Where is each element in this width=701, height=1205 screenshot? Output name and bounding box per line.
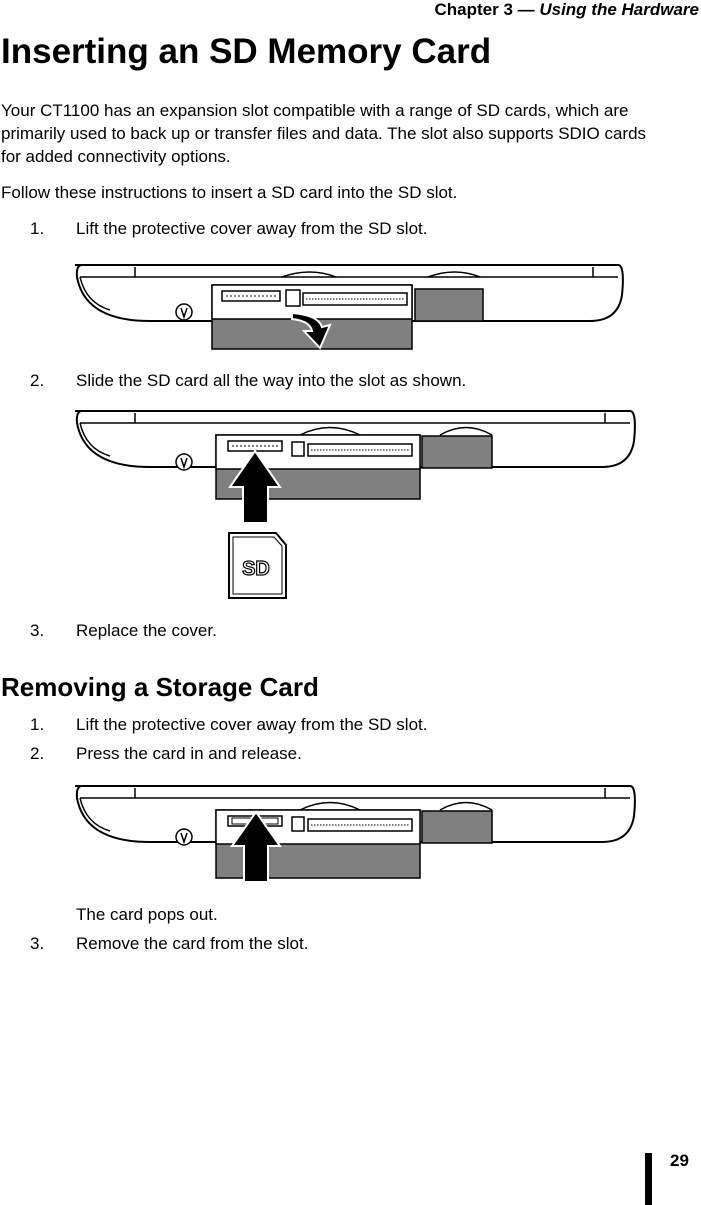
step-text: Remove the card from the slot. <box>76 934 309 953</box>
step-text: Lift the protective cover away from the … <box>76 219 428 238</box>
sd-card-icon <box>228 532 287 599</box>
step-number: 2. <box>30 744 45 763</box>
stylus-icon <box>175 303 193 321</box>
step-text: Replace the cover. <box>76 621 217 640</box>
insert-up-arrow-icon <box>228 449 282 524</box>
figure-lift-cover <box>75 264 624 350</box>
intro-paragraph: Your CT1100 has an expansion slot compat… <box>1 101 647 166</box>
step-number: 3. <box>30 934 45 953</box>
step-number: 2. <box>30 371 45 390</box>
sd-card-label: SD <box>242 558 270 580</box>
instructions-paragraph: Follow these instructions to insert a SD… <box>1 183 458 202</box>
section-title-inserting: Inserting an SD Memory Card <box>1 32 492 71</box>
step-text: Slide the SD card all the way into the s… <box>76 371 467 390</box>
page-number-bar <box>645 1153 652 1205</box>
device-edge-line <box>79 276 111 311</box>
rotate-down-arrow-icon <box>291 311 332 350</box>
connector-block <box>285 289 301 307</box>
battery-door <box>414 288 484 322</box>
battery-door <box>421 435 493 469</box>
step-text: Press the card in and release. <box>76 744 302 763</box>
card-pops-out-note: The card pops out. <box>76 905 218 924</box>
figure-press-card <box>75 785 636 883</box>
stylus-icon <box>175 453 193 471</box>
battery-door <box>421 810 493 844</box>
running-header: Chapter 3 — Using the Hardware <box>434 0 699 20</box>
step-number: 1. <box>30 715 45 734</box>
figure-insert-card: SD <box>75 410 636 599</box>
step-text: Lift the protective cover away from the … <box>76 715 428 734</box>
page-number: 29 <box>670 1151 689 1170</box>
press-up-arrow-icon <box>230 810 282 883</box>
chapter-title: Using the Hardware <box>539 0 699 19</box>
stylus-icon <box>175 828 193 846</box>
step-number: 1. <box>30 219 45 238</box>
chapter-number: Chapter 3 — <box>434 0 540 19</box>
section-title-removing: Removing a Storage Card <box>1 672 319 702</box>
step-number: 3. <box>30 621 45 640</box>
